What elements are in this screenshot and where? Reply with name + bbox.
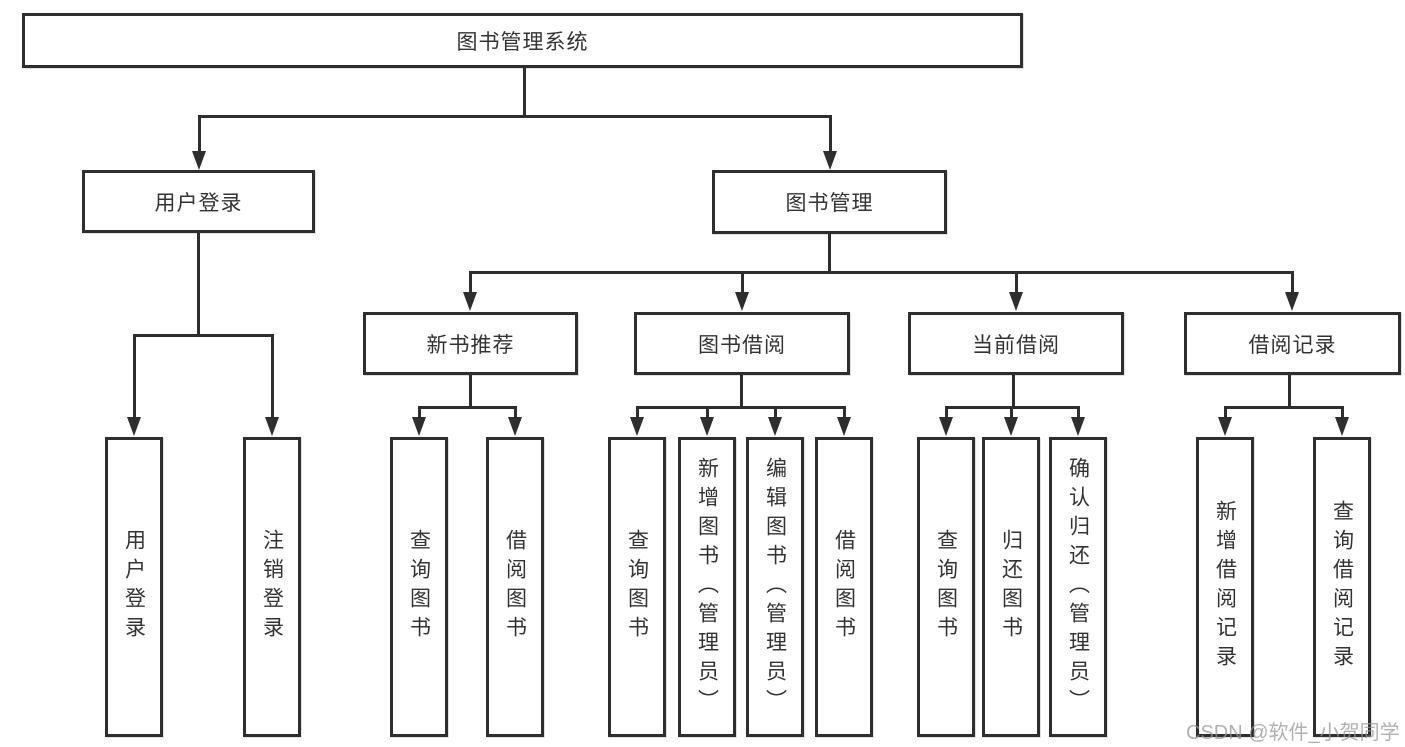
connector xyxy=(418,406,517,409)
connector xyxy=(1077,406,1080,420)
node-borrow-records: 借阅记录 xyxy=(1184,312,1401,375)
leaf-borrow-books: 借阅图书 xyxy=(815,437,873,737)
leaf-add-books-admin: 新增图书（管理员） xyxy=(678,437,736,737)
connector xyxy=(636,406,639,420)
leaf-add-borrow-record: 新增借阅记录 xyxy=(1196,437,1254,737)
arrow-down-icon xyxy=(1285,292,1299,311)
arrow-down-icon xyxy=(1335,417,1349,436)
arrow-down-icon xyxy=(192,151,206,170)
connector xyxy=(469,271,472,295)
connector xyxy=(1341,406,1344,420)
arrow-down-icon xyxy=(463,292,477,311)
connector xyxy=(1012,375,1015,408)
csdn-watermark: CSDN @软件_小贺同学 xyxy=(1186,722,1400,744)
connector xyxy=(133,334,274,337)
arrow-down-icon xyxy=(939,417,953,436)
node-user-login: 用户登录 xyxy=(82,170,315,233)
connector xyxy=(523,68,526,118)
connector xyxy=(469,375,472,408)
leaf-logout: 注销登录 xyxy=(243,437,301,737)
node-library-system: 图书管理系统 xyxy=(22,13,1023,68)
connector xyxy=(774,406,777,420)
arrow-down-icon xyxy=(837,417,851,436)
connector xyxy=(1288,375,1291,408)
connector xyxy=(945,406,948,420)
arrow-down-icon xyxy=(1218,417,1232,436)
arrow-down-icon xyxy=(768,417,782,436)
leaf-query-books-current: 查询图书 xyxy=(917,437,975,737)
connector xyxy=(198,115,201,154)
leaf-query-books-borrow: 查询图书 xyxy=(608,437,666,737)
connector xyxy=(271,334,274,420)
connector xyxy=(1015,271,1018,295)
connector xyxy=(1010,406,1013,420)
leaf-return-books: 归还图书 xyxy=(982,437,1040,737)
connector xyxy=(197,233,200,336)
leaf-user-login: 用户登录 xyxy=(105,437,163,737)
leaf-confirm-return-admin: 确认归还（管理员） xyxy=(1049,437,1107,737)
connector xyxy=(740,375,743,408)
arrow-down-icon xyxy=(735,292,749,311)
arrow-down-icon xyxy=(1009,292,1023,311)
arrow-down-icon xyxy=(508,417,522,436)
connector xyxy=(133,334,136,420)
node-new-book-recommend: 新书推荐 xyxy=(363,312,578,375)
connector xyxy=(636,406,846,409)
arrow-down-icon xyxy=(412,417,426,436)
connector xyxy=(198,115,832,118)
arrow-down-icon xyxy=(1004,417,1018,436)
arrow-down-icon xyxy=(1071,417,1085,436)
arrow-down-icon xyxy=(700,417,714,436)
connector xyxy=(1224,406,1344,409)
arrow-down-icon xyxy=(823,151,837,170)
connector xyxy=(706,406,709,420)
connector xyxy=(741,271,744,295)
leaf-borrow-books-recommend: 借阅图书 xyxy=(486,437,544,737)
node-book-management: 图书管理 xyxy=(712,170,947,234)
leaf-edit-books-admin: 编辑图书（管理员） xyxy=(746,437,804,737)
connector xyxy=(843,406,846,420)
leaf-query-borrow-record: 查询借阅记录 xyxy=(1313,437,1371,737)
connector xyxy=(829,115,832,154)
arrow-down-icon xyxy=(630,417,644,436)
node-current-borrow: 当前借阅 xyxy=(908,312,1124,375)
connector xyxy=(1224,406,1227,420)
connector xyxy=(418,406,421,420)
connector xyxy=(469,271,1294,274)
leaf-query-books-recommend: 查询图书 xyxy=(390,437,448,737)
node-book-borrow: 图书借阅 xyxy=(634,312,850,375)
connector xyxy=(828,234,831,274)
arrow-down-icon xyxy=(127,417,141,436)
arrow-down-icon xyxy=(265,417,279,436)
connector xyxy=(1291,271,1294,295)
connector xyxy=(514,406,517,420)
